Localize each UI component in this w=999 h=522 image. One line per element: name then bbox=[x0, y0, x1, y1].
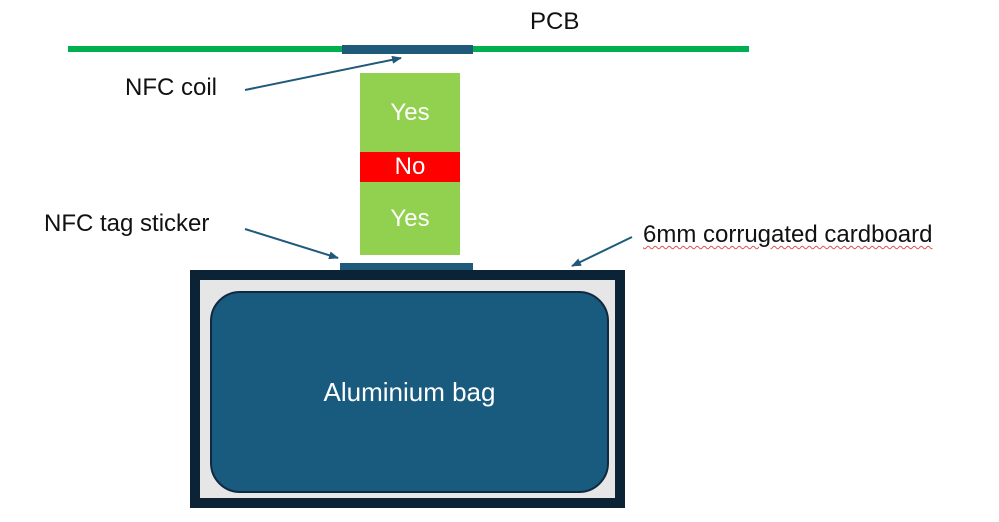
zone-yes-bottom: Yes bbox=[360, 182, 460, 255]
arrow-to-cardboard bbox=[571, 236, 633, 267]
nfc-tag-sticker-label: NFC tag sticker bbox=[44, 210, 210, 237]
pcb-label: PCB bbox=[530, 8, 580, 35]
zone-no: No bbox=[360, 152, 460, 182]
arrow-to-tag bbox=[244, 228, 339, 260]
zone-yes-top: Yes bbox=[360, 73, 460, 152]
aluminium-bag: Aluminium bag bbox=[210, 291, 609, 493]
cardboard-label: 6mm corrugated cardboard bbox=[643, 221, 933, 248]
nfc-coil-label: NFC coil bbox=[125, 74, 218, 101]
nfc-tag-sticker bbox=[340, 263, 473, 272]
nfc-coil bbox=[342, 45, 473, 54]
